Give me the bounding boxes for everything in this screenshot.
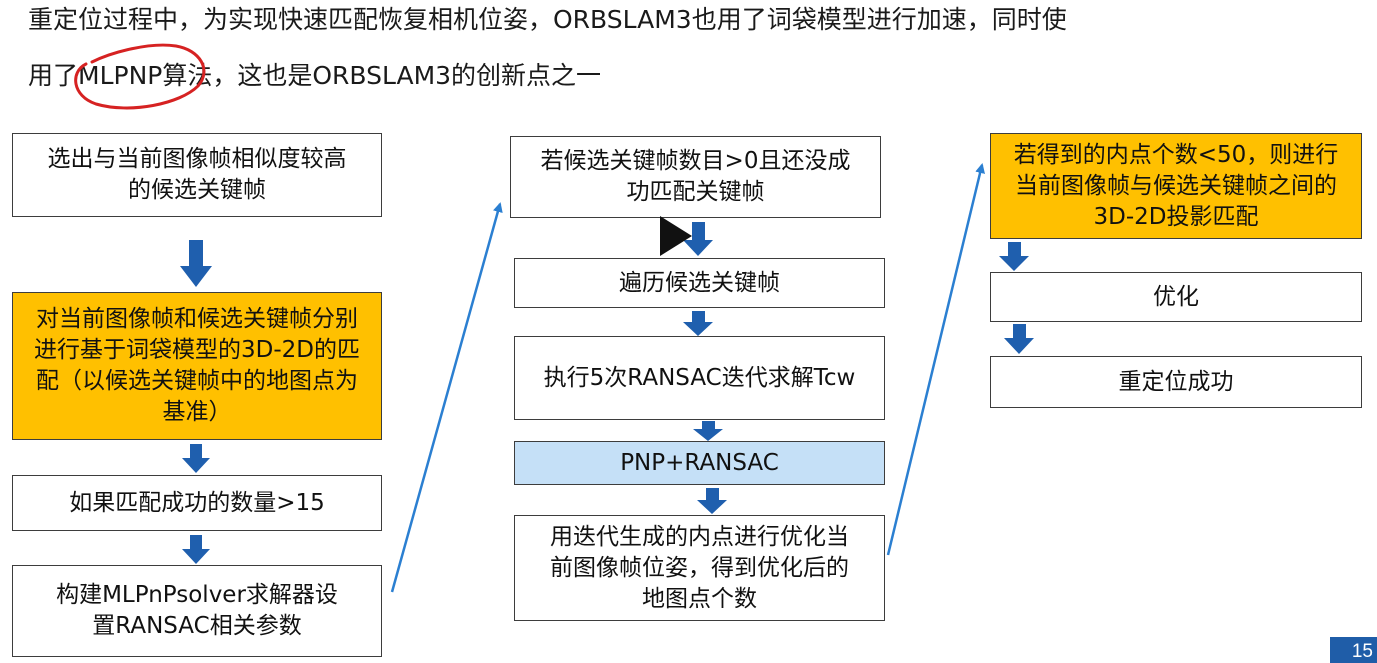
down-arrow-c2-3 (693, 421, 723, 441)
down-arrow-c1-3 (182, 535, 210, 564)
step-optimize-pose-label: 用迭代生成的内点进行优化当前图像帧位姿，得到优化后的地图点个数 (550, 523, 849, 612)
down-arrow-c3-1 (999, 242, 1029, 271)
step-bow-3d2d-matching: 对当前图像帧和候选关键帧分别进行基于词袋模型的3D-2D的匹配（以候选关键帧中的… (12, 292, 382, 440)
down-arrow-c2-2 (683, 311, 713, 336)
page-number-badge: 15 (1330, 637, 1377, 663)
step-select-candidate-keyframes: 选出与当前图像帧相似度较高的候选关键帧 (12, 133, 382, 217)
step-inlier-count-check-label: 若得到的内点个数<50，则进行当前图像帧与候选关键帧之间的3D-2D投影匹配 (1013, 141, 1339, 230)
connector-col2-to-col3 (886, 163, 985, 556)
step-relocalization-success: 重定位成功 (990, 356, 1362, 408)
step-build-mlpnp-solver-label: 构建MLPnPsolver求解器设置RANSAC相关参数 (56, 582, 338, 639)
down-arrow-c3-2 (1004, 324, 1034, 354)
play-icon (660, 216, 692, 256)
step-inlier-count-check: 若得到的内点个数<50，则进行当前图像帧与候选关键帧之间的3D-2D投影匹配 (990, 133, 1362, 239)
step-pnp-ransac: PNP+RANSAC (514, 441, 885, 485)
step-build-mlpnp-solver: 构建MLPnPsolver求解器设置RANSAC相关参数 (12, 565, 382, 657)
down-arrow-c1-1 (180, 240, 212, 287)
down-arrow-c2-4 (697, 488, 727, 514)
step-match-count-check: 如果匹配成功的数量>15 (12, 475, 382, 531)
step-relocalization-success-label: 重定位成功 (1118, 368, 1234, 395)
down-arrow-c1-2 (182, 444, 210, 473)
step-pnp-ransac-label: PNP+RANSAC (620, 449, 779, 476)
step-optimize: 优化 (990, 272, 1362, 322)
step-candidate-count-check-label: 若候选关键帧数目>0且还没成功匹配关键帧 (540, 148, 851, 205)
step-match-count-check-label: 如果匹配成功的数量>15 (69, 489, 325, 516)
step-iterate-candidates-label: 遍历候选关键帧 (619, 269, 780, 296)
step-iterate-candidates: 遍历候选关键帧 (514, 258, 885, 308)
step-optimize-label: 优化 (1153, 283, 1199, 310)
step-optimize-pose: 用迭代生成的内点进行优化当前图像帧位姿，得到优化后的地图点个数 (514, 515, 885, 621)
connector-col1-to-col2 (390, 202, 503, 593)
step-select-candidate-keyframes-label: 选出与当前图像帧相似度较高的候选关键帧 (47, 146, 347, 203)
intro-line-1: 重定位过程中，为实现快速匹配恢复相机位姿，ORBSLAM3也用了词袋模型进行加速… (28, 5, 1067, 34)
step-candidate-count-check: 若候选关键帧数目>0且还没成功匹配关键帧 (510, 136, 881, 218)
video-play-button[interactable] (627, 196, 717, 276)
step-ransac-iterations: 执行5次RANSAC迭代求解Tcw (514, 336, 885, 420)
step-ransac-iterations-label: 执行5次RANSAC迭代求解Tcw (543, 364, 856, 391)
step-bow-3d2d-matching-label: 对当前图像帧和候选关键帧分别进行基于词袋模型的3D-2D的匹配（以候选关键帧中的… (34, 306, 360, 425)
intro-line-2: 用了MLPNP算法，这也是ORBSLAM3的创新点之一 (28, 61, 602, 90)
